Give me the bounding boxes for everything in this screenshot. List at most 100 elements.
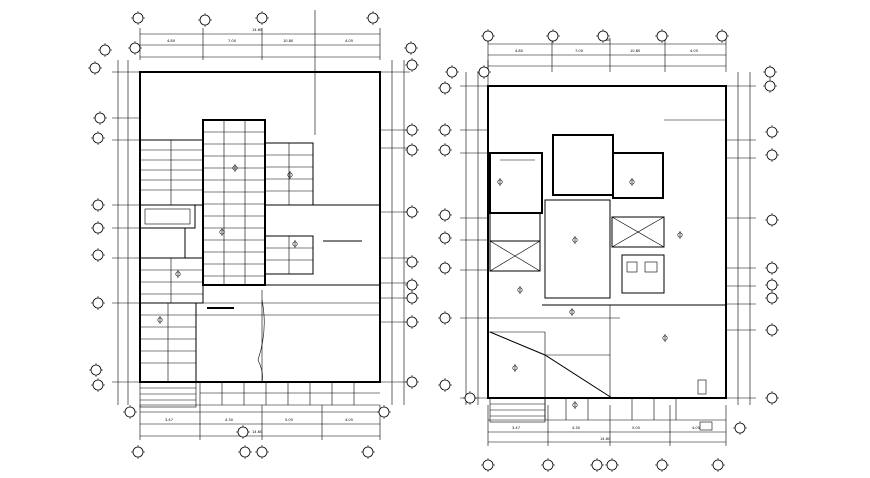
grid-bubble [765,278,779,292]
grid-bubble [715,29,729,43]
grid-bubble [765,291,779,305]
left-interior-walls [139,204,380,408]
grid-bubble [93,111,107,125]
left-bottom-dim-1: 3.47 [165,418,173,422]
right-top-dim-2: 7.00 [575,49,584,53]
left-block-d [264,235,314,275]
grid-bubble [255,445,269,459]
left-dimension-texts: 14.60 4.80 7.00 10.80 4.05 3.47 4.30 5.0… [165,28,353,434]
grid-bubble [477,65,491,79]
left-floor-plan: 14.60 4.80 7.00 10.80 4.05 3.47 4.30 5.0… [112,10,410,440]
grid-bubble [405,205,419,219]
grid-bubble [655,29,669,43]
level-mark [175,270,181,278]
grid-bubble [89,363,103,377]
grid-bubble [765,323,779,337]
grid-bubble [405,278,419,292]
grid-bubble [91,248,105,262]
right-floor-plan: 14.60 4.80 7.00 10.80 4.05 3.47 4.30 5.0… [460,38,756,446]
right-bottom-dim-3: 5.05 [632,426,640,430]
grid-bubble [438,231,452,245]
right-bottom-dim-4: 4.05 [692,426,700,430]
grid-bubble [438,261,452,275]
grid-bubble [405,143,419,157]
grid-bubble [438,81,452,95]
grid-bubble [541,458,555,472]
level-mark [662,334,668,342]
right-bottom-dim-1: 3.47 [512,426,520,430]
grid-bubble [404,41,418,55]
grid-bubble [405,315,419,329]
level-mark [232,164,238,172]
grid-bubble [438,123,452,137]
left-top-dim-4: 4.05 [345,39,353,43]
grid-bubble [91,378,105,392]
grid-bubble [481,458,495,472]
grid-bubble [236,425,250,439]
left-dimension-lines [112,10,410,440]
right-interior-walls [487,60,726,431]
grid-bubble [91,198,105,212]
grid-bubble [91,131,105,145]
left-block-c [264,142,314,206]
grid-bubble [463,391,477,405]
level-mark [629,178,635,186]
grid-bubble [765,391,779,405]
grid-bubble [366,11,380,25]
grid-bubble [590,458,604,472]
grid-bubble [655,458,669,472]
level-mark [292,240,298,248]
grid-axis-bubbles [88,11,779,472]
grid-bubble [763,65,777,79]
left-top-dim-3: 10.80 [283,39,294,43]
grid-bubble [438,208,452,222]
grid-bubble [438,311,452,325]
grid-bubble [128,41,142,55]
left-block-a [139,139,204,206]
left-overall-bottom-dim: 14.60 [252,430,263,434]
left-top-dim-2: 7.00 [228,39,237,43]
grid-bubble [481,29,495,43]
grid-bubble [198,13,212,27]
level-mark [219,228,225,236]
grid-bubble [445,65,459,79]
right-bottom-dim-2: 4.30 [572,426,581,430]
left-perimeter-wall [139,71,381,383]
left-overall-top-dim: 14.60 [252,28,263,32]
left-block-f [139,302,197,383]
grid-bubble [377,405,391,419]
level-mark [572,401,578,409]
grid-bubble [405,123,419,137]
grid-bubble [91,296,105,310]
right-top-dim-3: 10.80 [630,49,641,53]
grid-bubble [765,213,779,227]
level-mark [572,236,578,244]
level-mark [517,286,523,294]
grid-bubble [405,375,419,389]
left-small-room [139,204,196,229]
right-dimension-lines [460,38,756,446]
grid-bubble [405,291,419,305]
level-mark [497,178,503,186]
grid-bubble [763,79,777,93]
level-mark [677,231,683,239]
grid-bubble [123,405,137,419]
grid-bubble [711,458,725,472]
grid-bubble [238,445,252,459]
grid-bubble [131,11,145,25]
grid-bubble [438,378,452,392]
grid-bubble [405,58,419,72]
left-bottom-dim-2: 4.30 [225,418,234,422]
grid-bubble [255,11,269,25]
grid-bubble [605,458,619,472]
level-mark [157,316,163,324]
grid-bubble [765,261,779,275]
grid-bubble [765,148,779,162]
left-block-b [202,119,266,286]
grid-bubble [361,445,375,459]
grid-bubble [91,221,105,235]
left-bottom-dim-4: 4.05 [345,418,353,422]
right-top-dim-1: 4.80 [515,49,524,53]
